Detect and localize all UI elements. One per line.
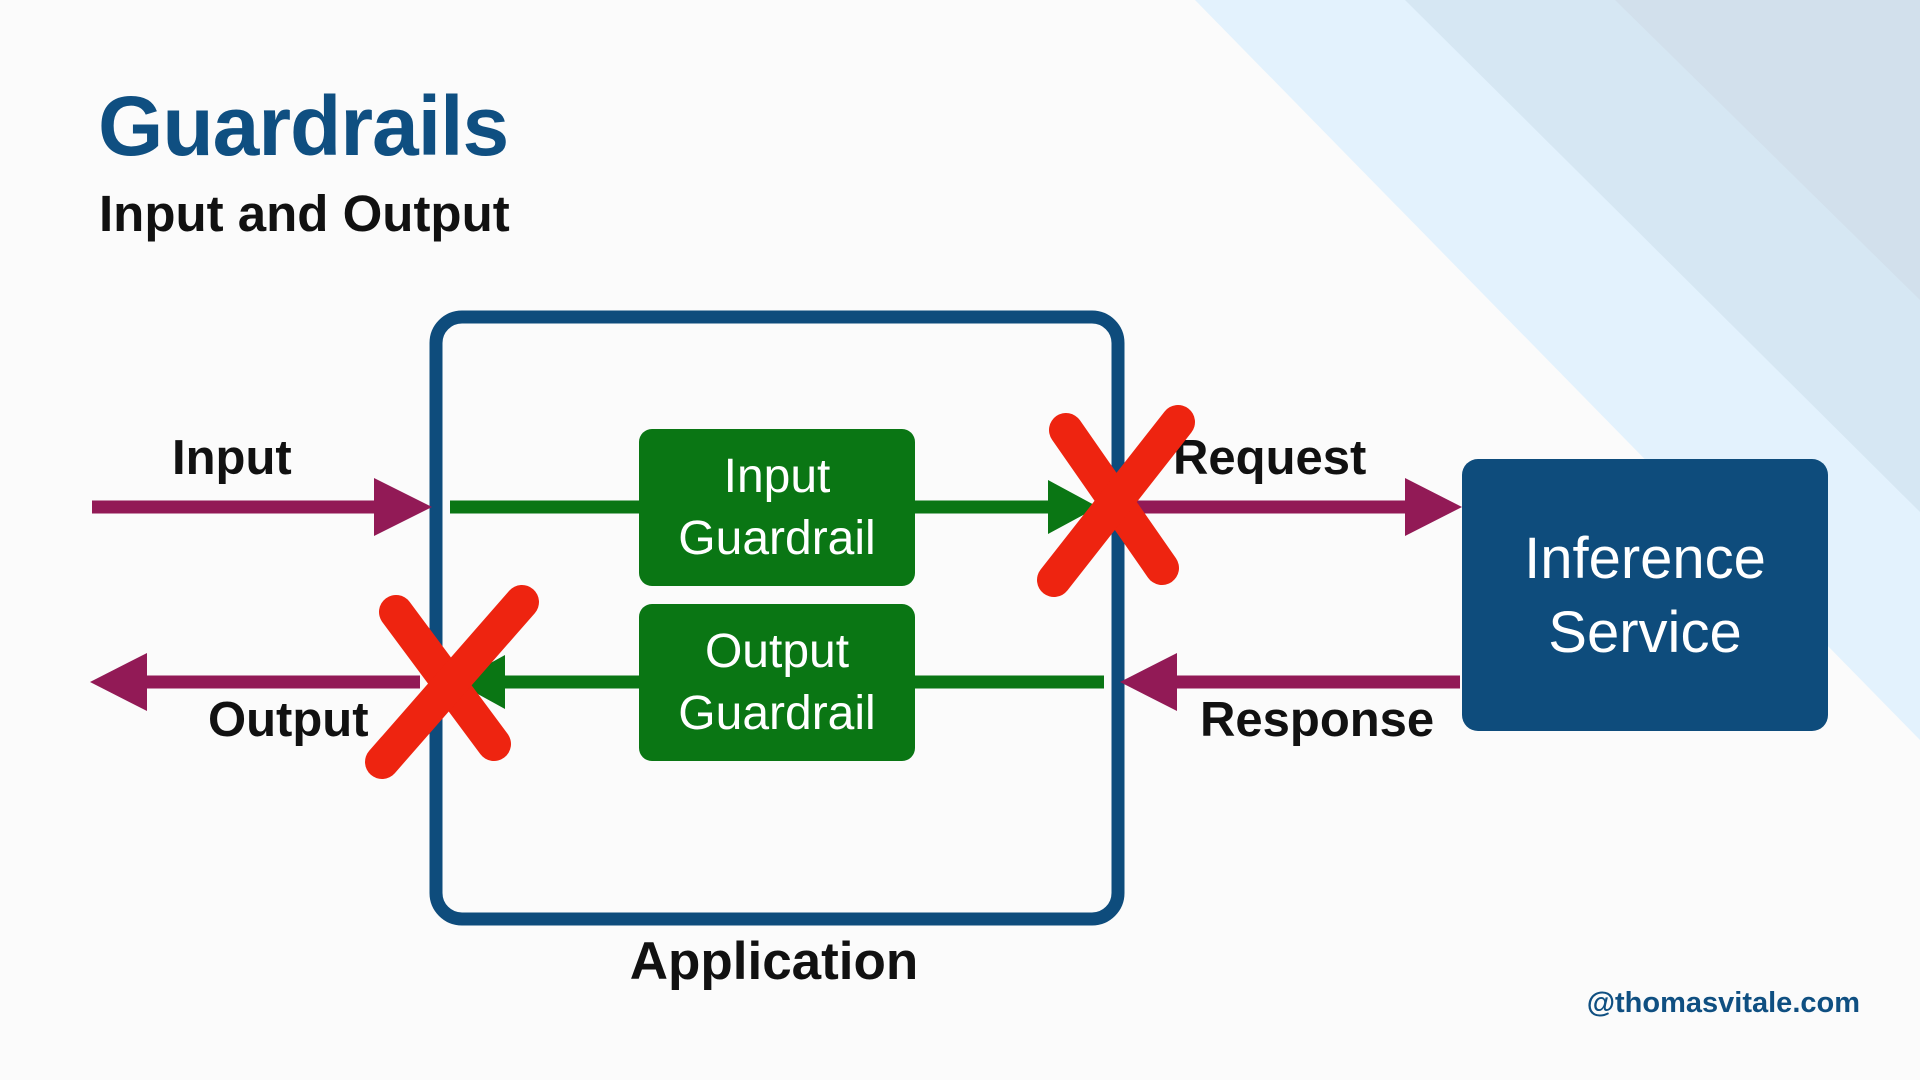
- input-guardrail-label-line1: Input: [724, 450, 831, 503]
- output-guardrail-box: Output Guardrail: [639, 604, 915, 761]
- output-blocked-x-icon: [365, 585, 539, 779]
- response-arrow: [1120, 653, 1460, 711]
- output-label: Output: [208, 693, 369, 747]
- output-arrow: [90, 653, 420, 711]
- input-label: Input: [172, 431, 292, 485]
- input-guardrail-label-line2: Guardrail: [678, 512, 875, 565]
- application-box: [429, 310, 1125, 926]
- inference-service-label-line1: Inference: [1524, 526, 1766, 591]
- inference-service-box: Inference Service: [1462, 459, 1828, 731]
- background-stripe-dark: [1615, 0, 1920, 300]
- output-guardrail-label-line1: Output: [705, 625, 849, 678]
- output-guardrail-label-line2: Guardrail: [678, 687, 875, 740]
- response-label: Response: [1200, 693, 1434, 747]
- slide-subtitle: Input and Output: [99, 185, 510, 242]
- author-credit: @thomasvitale.com: [1586, 987, 1860, 1019]
- input-guardrail-box: Input Guardrail: [639, 429, 915, 586]
- inference-service-label-line2: Service: [1548, 600, 1741, 665]
- slide-title: Guardrails: [98, 79, 509, 173]
- input-arrow: [92, 478, 432, 536]
- request-label: Request: [1173, 431, 1366, 485]
- request-blocked-x-icon: [1037, 405, 1195, 597]
- input-flow-arrow: [450, 480, 1098, 534]
- application-label: Application: [630, 932, 919, 991]
- request-arrow: [1125, 478, 1462, 536]
- output-flow-arrow: [456, 655, 1104, 709]
